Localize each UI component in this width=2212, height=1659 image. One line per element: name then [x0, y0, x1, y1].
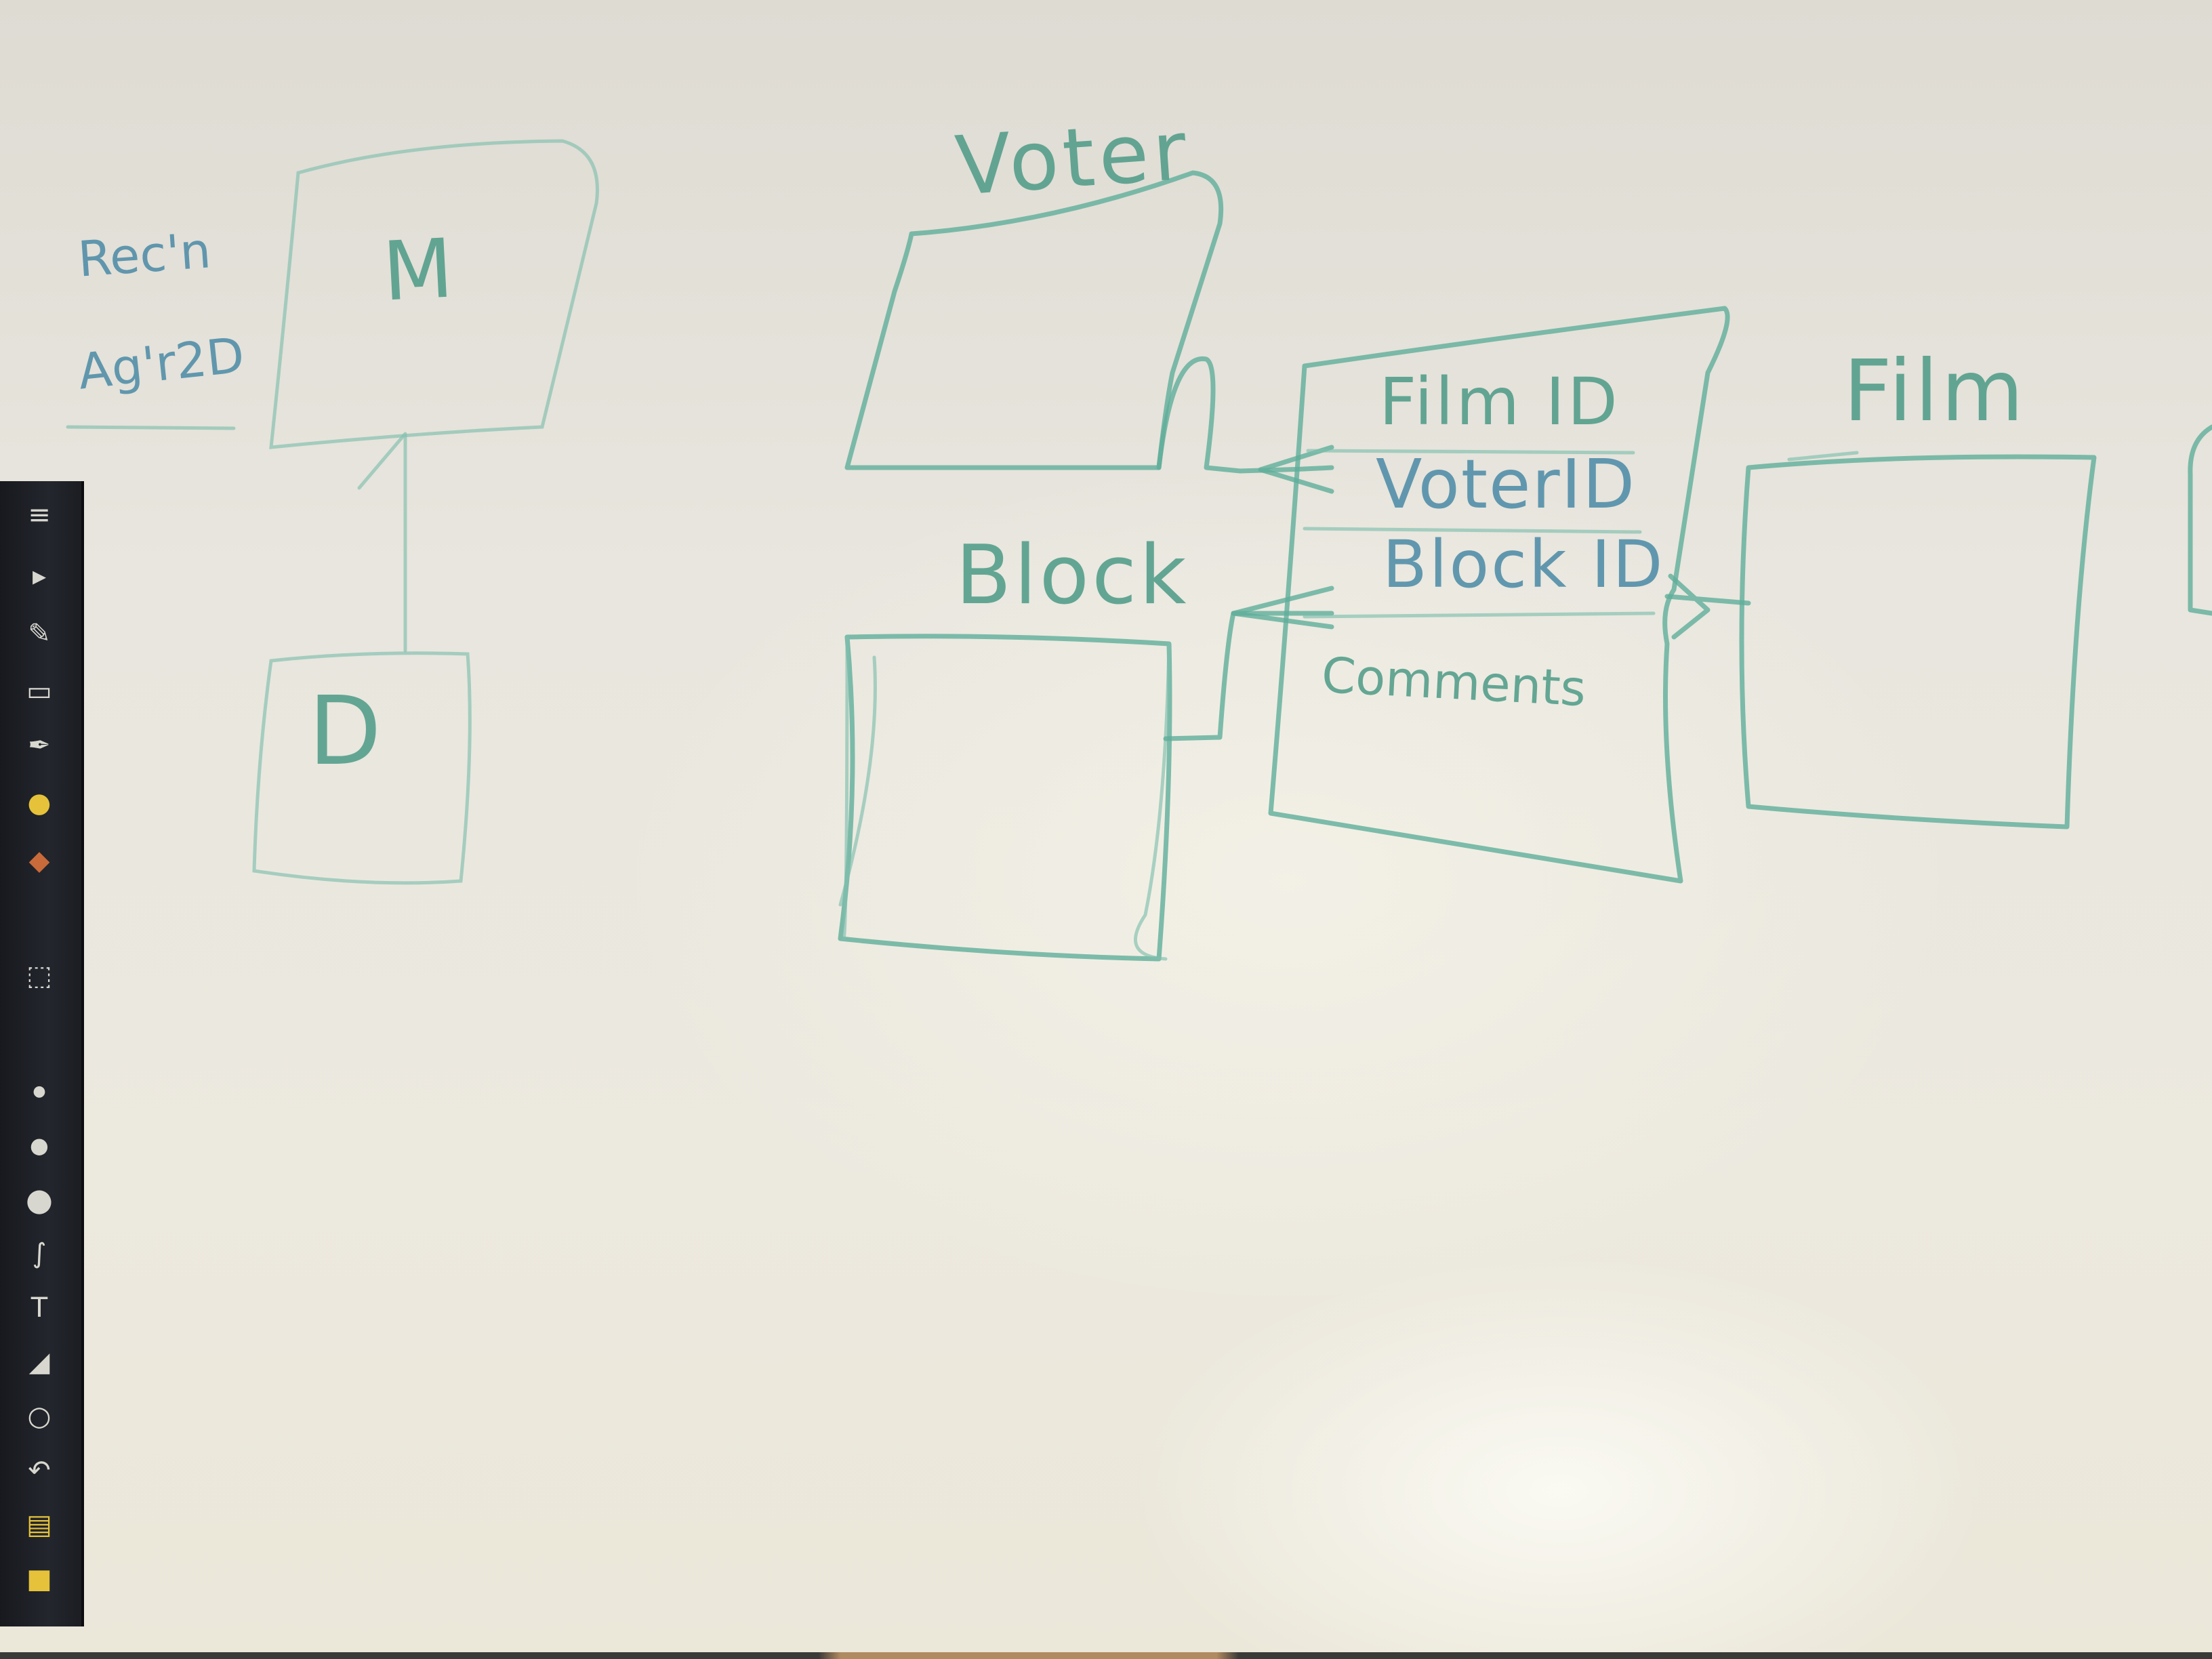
crowfoot-voter — [1258, 445, 1334, 494]
stop-icon[interactable]: ■ — [26, 1563, 52, 1595]
brush-icon[interactable]: ◆ — [28, 845, 50, 876]
shape-icon[interactable]: ◢ — [28, 1347, 50, 1378]
field-voter-id: VoterID — [1376, 445, 1637, 524]
dot-large-icon[interactable]: ● — [25, 1181, 54, 1218]
pencil-icon[interactable]: ✎ — [28, 618, 51, 649]
block-label: Block — [956, 529, 1189, 623]
side-note-1: Rec'n — [76, 222, 213, 288]
m-box-label: M — [380, 222, 456, 320]
zoom-icon[interactable]: ○ — [27, 1401, 52, 1432]
link-table-row-line-1 — [1306, 449, 1635, 455]
voter-label: Voter — [952, 104, 1193, 214]
app-toolbar: ≡ ▸ ✎ ▭ ✒ ● ◆ ⬚ ● ● ● ∫ T ◢ ○ ↶ ▤ ■ — [0, 481, 84, 1626]
undo-icon[interactable]: ↶ — [28, 1455, 51, 1486]
arrow-icon[interactable]: ▸ — [32, 560, 47, 592]
dot-small-icon[interactable]: ● — [33, 1082, 46, 1100]
menu-icon[interactable]: ≡ — [28, 499, 51, 531]
bottom-edge — [0, 1652, 2212, 1659]
partial-shape-right — [2188, 424, 2212, 616]
link-table-row-line-3 — [1303, 611, 1656, 619]
field-film-id: Film ID — [1379, 364, 1620, 440]
link-table-box — [1268, 306, 1730, 884]
field-block-id: Block ID — [1382, 527, 1665, 602]
crowfoot-block — [1231, 586, 1334, 630]
text-icon[interactable]: T — [30, 1292, 48, 1324]
color-dot-icon[interactable]: ● — [27, 787, 52, 819]
field-comments: Comments — [1320, 646, 1588, 718]
film-box — [1739, 454, 2097, 830]
side-notes-underline — [66, 425, 236, 430]
lasso-icon[interactable]: ∫ — [32, 1238, 47, 1269]
arrow-d-to-m — [357, 432, 407, 653]
connector-block-link — [1163, 611, 1334, 741]
pen-icon[interactable]: ✒ — [28, 730, 51, 761]
connector-voter-link — [1156, 356, 1334, 474]
block-box — [838, 634, 1172, 962]
film-label: Film — [1843, 342, 2027, 441]
connector-link-film — [1664, 573, 1751, 640]
layers-icon[interactable]: ▤ — [26, 1509, 52, 1540]
d-box — [252, 651, 472, 885]
eraser-icon[interactable]: ▭ — [26, 676, 52, 707]
link-table-row-line-2 — [1303, 527, 1642, 534]
m-box — [269, 139, 599, 449]
film-box-tick — [1787, 451, 1859, 462]
block-box-shadow — [838, 635, 1171, 961]
d-box-label: D — [308, 676, 382, 787]
dot-medium-icon[interactable]: ● — [30, 1132, 49, 1158]
select-icon[interactable]: ⬚ — [26, 960, 52, 991]
